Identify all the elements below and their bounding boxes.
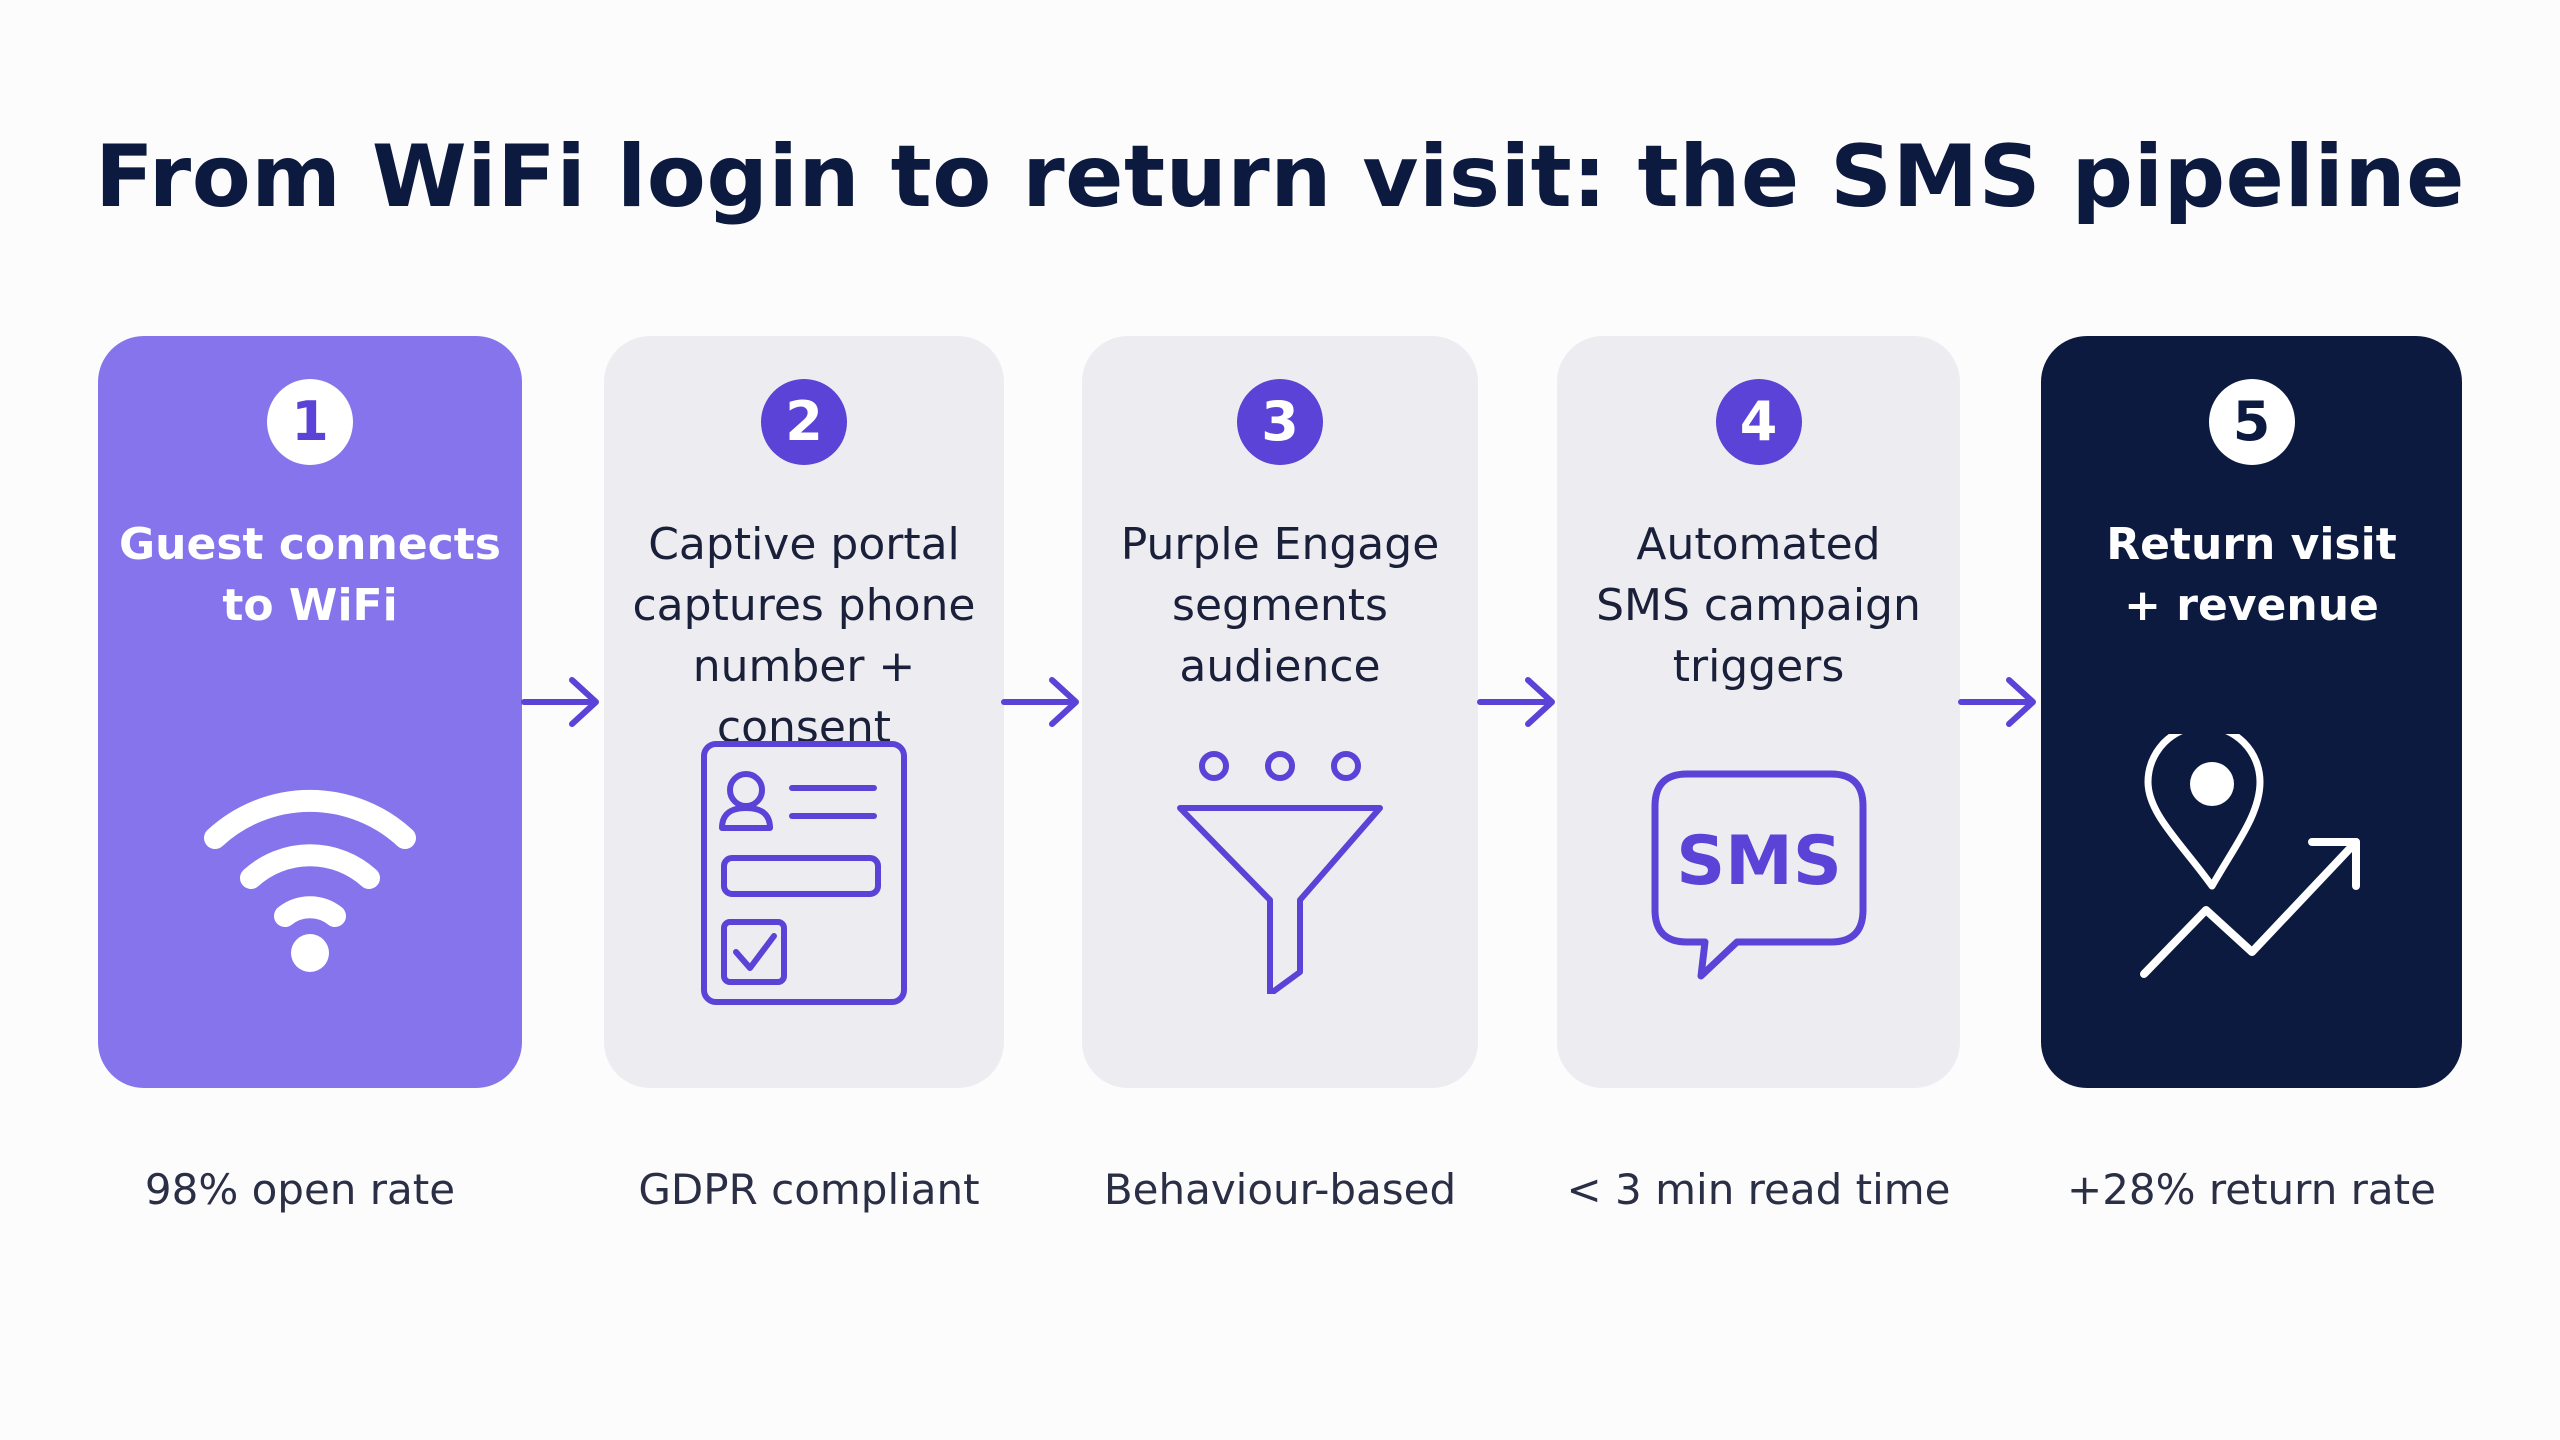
flow-arrow-3-4 bbox=[1477, 677, 1555, 727]
step-label-1: Guest connects to WiFi bbox=[119, 519, 501, 631]
form-icon bbox=[701, 741, 907, 1005]
step-card-2: 2 Captive portal captures phone number +… bbox=[604, 336, 1004, 1088]
step-number-3: 3 bbox=[1237, 379, 1323, 465]
step-label-5: Return visit + revenue bbox=[2106, 519, 2397, 631]
sms-icon-text: SMS bbox=[1676, 822, 1842, 901]
step-number-2: 2 bbox=[761, 379, 847, 465]
step-card-4: 4 Automated SMS campaign triggers SMS bbox=[1557, 336, 1960, 1088]
step-footnote-4: < 3 min read time bbox=[1566, 1165, 1951, 1214]
step-footnote-2: GDPR compliant bbox=[638, 1165, 980, 1214]
step-footnote-5: +28% return rate bbox=[2067, 1165, 2436, 1214]
step-number-1: 1 bbox=[267, 379, 353, 465]
flow-arrow-1-2 bbox=[521, 677, 599, 727]
step-card-5: 5 Return visit + revenue bbox=[2041, 336, 2462, 1088]
step-label-3: Purple Engage segments audience bbox=[1120, 519, 1440, 692]
step-footnote-1: 98% open rate bbox=[144, 1165, 456, 1214]
diagram-title: From WiFi login to return visit: the SMS… bbox=[95, 127, 2465, 227]
funnel-icon bbox=[1177, 751, 1383, 994]
step-card-1: 1 Guest connects to WiFi bbox=[98, 336, 522, 1088]
step-footnote-3: Behaviour-based bbox=[1103, 1165, 1457, 1214]
wifi-icon bbox=[204, 789, 416, 972]
flow-arrow-2-3 bbox=[1001, 677, 1079, 727]
sms-bubble-icon: SMS bbox=[1651, 770, 1866, 980]
step-card-3: 3 Purple Engage segments audience bbox=[1082, 336, 1478, 1088]
step-number-4: 4 bbox=[1715, 379, 1802, 465]
step-label-4: Automated SMS campaign triggers bbox=[1596, 519, 1921, 692]
step-label-2: Captive portal captures phone number + c… bbox=[632, 519, 976, 753]
flow-arrow-4-5 bbox=[1958, 677, 2036, 727]
step-number-5: 5 bbox=[2208, 379, 2295, 465]
location-growth-icon bbox=[2139, 734, 2360, 978]
